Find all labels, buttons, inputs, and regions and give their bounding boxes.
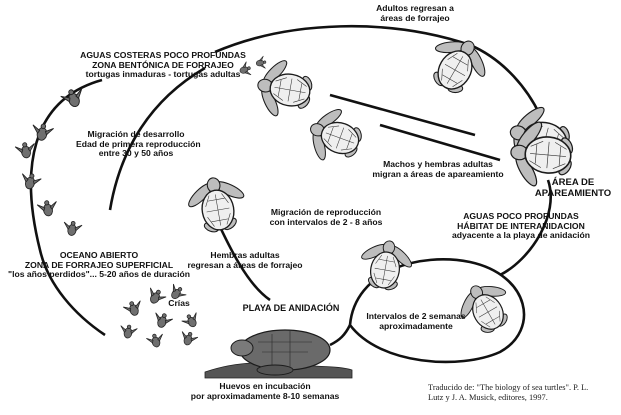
turtle-internesting-left-icon: [353, 235, 419, 296]
males-females-line: [379, 123, 501, 162]
reproductive-migration-label: Migración de reproducción con intervalos…: [269, 207, 383, 227]
nesting-beach-label: PLAYA DE ANIDACIÓN: [242, 303, 340, 313]
mating-area-label: ÁREA DE APAREAMIENTO: [534, 177, 612, 199]
adults-return-label: Adultos regresan a áreas de forrajeo: [376, 3, 454, 23]
development-migration-path: [108, 66, 206, 211]
open-ocean-loop: [29, 78, 106, 337]
turtle-returning-adult-icon: [416, 25, 499, 106]
turtle-migrating-icon: [300, 99, 372, 174]
beach-to-internesting: [329, 324, 352, 347]
source-credit: Traducido de: "The biology of sea turtle…: [428, 383, 589, 402]
coastal-waters-label: AGUAS COSTERAS POCO PROFUNDAS ZONA BENTÓ…: [80, 50, 246, 80]
egg-incubation-label: Huevos en incubación por aproximadamente…: [190, 381, 340, 401]
two-week-interval-label: Intervalos de 2 semanas aproximadamente: [366, 311, 466, 331]
mating-to-internesting: [499, 179, 552, 277]
mating-migration-line: [329, 93, 476, 137]
adults-return-arc: [214, 24, 542, 116]
internesting-habitat-label: AGUAS POCO PROFUNDAS HÁBITAT DE INTERANI…: [451, 211, 591, 241]
turtle-female-icon: [181, 171, 253, 239]
males-females-label: Machos y hembras adultas migran a áreas …: [372, 159, 504, 179]
turtle-nesting-icon: [230, 329, 331, 376]
females-return-label: Hembras adultas regresan a áreas de forr…: [187, 250, 303, 270]
hatchlings-label: Crías: [168, 298, 190, 308]
open-ocean-label: OCEANO ABIERTO ZONA DE FORRAJEO SUPERFIC…: [8, 250, 190, 280]
development-migration-label: Migración de desarrollo Edad de primera …: [76, 129, 201, 159]
